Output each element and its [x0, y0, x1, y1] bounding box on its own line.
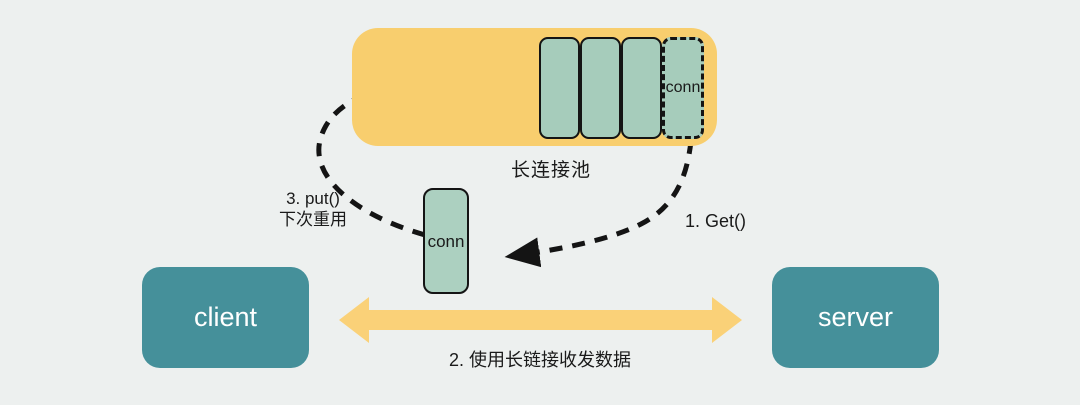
pool-slot-dashed: conn: [662, 37, 704, 139]
conn-box: conn: [423, 188, 469, 294]
step3-put-label: 3. put() 下次重用: [258, 188, 368, 231]
step1-get-label: 1. Get(): [685, 211, 747, 231]
pool-slot: [621, 37, 662, 139]
server-node: server: [772, 267, 939, 368]
step2-use-label: 2. 使用长链接收发数据: [448, 350, 631, 370]
client-node: client: [142, 267, 309, 368]
pool-slot: [580, 37, 621, 139]
connection-pool: conn: [352, 28, 717, 146]
step3-put-line2: 下次重用: [279, 210, 347, 230]
conn-box-label: conn: [427, 231, 465, 251]
server-label: server: [817, 302, 893, 332]
pool-slot-conn-label: conn: [665, 79, 701, 96]
pool-caption: 长连接池: [510, 160, 591, 181]
client-server-arrow: [339, 297, 742, 343]
pool-slot: [539, 37, 580, 139]
client-label: client: [193, 302, 258, 332]
step3-put-line1: 3. put(): [286, 189, 340, 208]
